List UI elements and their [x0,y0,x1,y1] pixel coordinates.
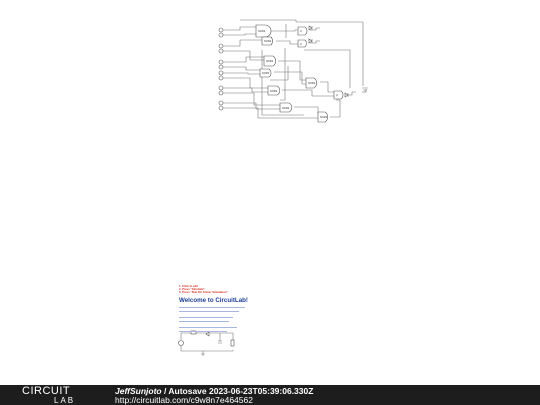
autosave-label: Autosave 2023-06-23T05:39:06.330Z [168,386,314,396]
svg-text:NOR2: NOR2 [308,81,316,85]
username-link[interactable]: JeffSunjoto [115,386,162,396]
welcome-body-text [179,306,259,335]
svg-text:U: U [336,93,338,97]
circuit-url[interactable]: http://circuitlab.com/c9w8n7e464562 [115,395,253,405]
instruction-line: 3. Press "Run DC Solver Simulation" [179,290,228,295]
svg-text:NOR2: NOR2 [258,29,266,33]
logo-text-bottom: LAB [54,396,76,405]
svg-text:NOR2: NOR2 [262,71,270,75]
logic-circuit-schematic: NOR2 NOR2 NOR2 NOR2 NOR2 NOR2 U U NOR2 U… [218,19,368,123]
footer-bar: CIRCUIT LAB JeffSunjoto / Autosave 2023-… [0,385,540,405]
logic-gates: NOR2 NOR2 NOR2 NOR2 NOR2 NOR2 U U NOR2 U… [255,24,344,123]
circuitlab-logo[interactable]: CIRCUIT LAB [22,386,75,405]
svg-text:NOR2: NOR2 [282,106,290,110]
welcome-example-circuit [178,330,235,356]
svg-text:NOR2: NOR2 [270,89,278,93]
input-switches [218,27,224,111]
welcome-title: Welcome to CircuitLab! [179,296,248,304]
logo-text-top: CIRCUIT [22,385,71,397]
instruction-line: 2. Press "Simulate" [179,287,205,292]
svg-text:U: U [300,29,302,33]
instruction-line: 1. Click to edit [179,284,198,288]
svg-text:U: U [300,42,302,46]
output-leds [308,25,368,98]
separator: / [161,386,169,396]
footer-title-line: JeffSunjoto / Autosave 2023-06-23T05:39:… [115,386,313,396]
wires [223,19,367,119]
schematic-canvas[interactable]: NOR2 NOR2 NOR2 NOR2 NOR2 NOR2 U U NOR2 U… [0,0,540,385]
welcome-panel[interactable]: 1. Click to edit 2. Press "Simulate" 3. … [179,284,259,370]
svg-text:NOR2: NOR2 [264,39,272,43]
svg-text:NOR2: NOR2 [320,115,328,119]
svg-text:NOR2: NOR2 [266,59,274,63]
